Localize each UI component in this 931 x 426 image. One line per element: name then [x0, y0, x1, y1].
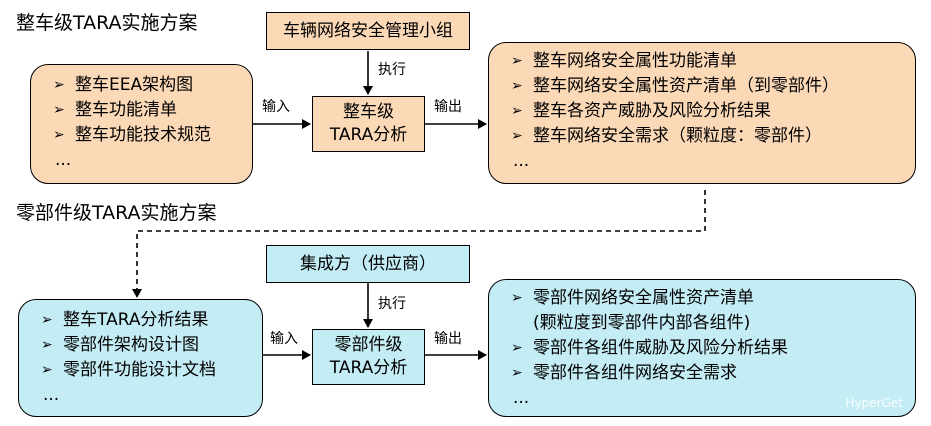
list-item: ➢整车网络安全属性功能清单	[511, 49, 839, 74]
arrow-bullet-icon: ➢	[41, 362, 53, 378]
vehicle-analysis-line1: 整车级	[343, 102, 394, 122]
list-item: ➢整车网络安全属性资产清单（到零部件）	[511, 74, 839, 99]
component-output-box: ➢零部件网络安全属性资产清单 (颗粒度到零部件内部各组件) ➢零部件各组件威胁及…	[488, 279, 916, 417]
arrow-bullet-icon: ➢	[511, 78, 523, 94]
component-analysis-box: 零部件级 TARA分析	[312, 329, 425, 385]
arrow-bullet-icon: ➢	[53, 77, 65, 93]
component-section-title: 零部件级TARA实施方案	[16, 202, 217, 224]
list-item: ➢零部件网络安全属性资产清单	[511, 286, 788, 311]
component-input-label: 输入	[270, 331, 298, 347]
list-item: ➢零部件功能设计文档	[41, 358, 216, 383]
list-item-ellipsis: ...	[55, 150, 72, 170]
component-analysis-line1: 零部件级	[334, 335, 403, 355]
component-output-label: 输出	[434, 331, 462, 347]
arrow-bullet-icon: ➢	[511, 53, 523, 69]
arrow-bullet-icon: ➢	[41, 312, 53, 328]
component-analysis-line2: TARA分析	[329, 358, 408, 378]
list-item: ➢整车EEA架构图	[53, 73, 211, 98]
component-team-label: 集成方（供应商）	[300, 253, 436, 274]
list-item: ➢整车功能清单	[53, 98, 211, 123]
arrow-bullet-icon: ➢	[511, 290, 523, 306]
section-link-dashed-arrow	[132, 190, 706, 298]
vehicle-analysis-box: 整车级 TARA分析	[312, 96, 425, 152]
vehicle-analysis-line2: TARA分析	[329, 125, 408, 145]
component-input-box: ➢整车TARA分析结果 ➢零部件架构设计图 ➢零部件功能设计文档 ...	[18, 299, 263, 417]
list-item: ➢零部件架构设计图	[41, 333, 216, 358]
vehicle-output-label: 输出	[434, 99, 462, 115]
arrow-bullet-icon: ➢	[511, 365, 523, 381]
vehicle-execute-label: 执行	[378, 62, 406, 78]
list-item: ➢整车各资产威胁及风险分析结果	[511, 99, 839, 124]
arrow-bullet-icon: ➢	[41, 337, 53, 353]
arrow-bullet-icon: ➢	[511, 103, 523, 119]
arrow-bullet-icon: ➢	[53, 102, 65, 118]
vehicle-team-label: 车辆网络安全管理小组	[283, 20, 453, 41]
list-item: ➢零部件各组件威胁及风险分析结果	[511, 336, 788, 361]
vehicle-output-box: ➢整车网络安全属性功能清单 ➢整车网络安全属性资产清单（到零部件） ➢整车各资产…	[488, 42, 916, 184]
list-item-ellipsis: ...	[513, 151, 530, 171]
list-item: ➢零部件各组件网络安全需求	[511, 361, 788, 386]
vehicle-section-title: 整车级TARA实施方案	[16, 12, 198, 34]
watermark: HyperGet	[845, 396, 903, 410]
vehicle-team-box: 车辆网络安全管理小组	[266, 12, 470, 50]
list-item-ellipsis: ...	[513, 388, 530, 408]
list-item-ellipsis: ...	[43, 385, 60, 405]
component-team-box: 集成方（供应商）	[266, 245, 470, 283]
list-item: ➢整车TARA分析结果	[41, 308, 216, 333]
list-item: ➢整车功能技术规范	[53, 123, 211, 148]
list-item-sub: (颗粒度到零部件内部各组件)	[533, 313, 751, 333]
arrow-bullet-icon: ➢	[511, 128, 523, 144]
arrow-bullet-icon: ➢	[511, 340, 523, 356]
list-item: ➢整车网络安全需求（颗粒度：零部件）	[511, 124, 839, 149]
vehicle-input-box: ➢整车EEA架构图 ➢整车功能清单 ➢整车功能技术规范 ...	[30, 64, 253, 184]
arrow-bullet-icon: ➢	[53, 127, 65, 143]
component-execute-label: 执行	[378, 296, 406, 312]
vehicle-input-label: 输入	[262, 99, 290, 115]
